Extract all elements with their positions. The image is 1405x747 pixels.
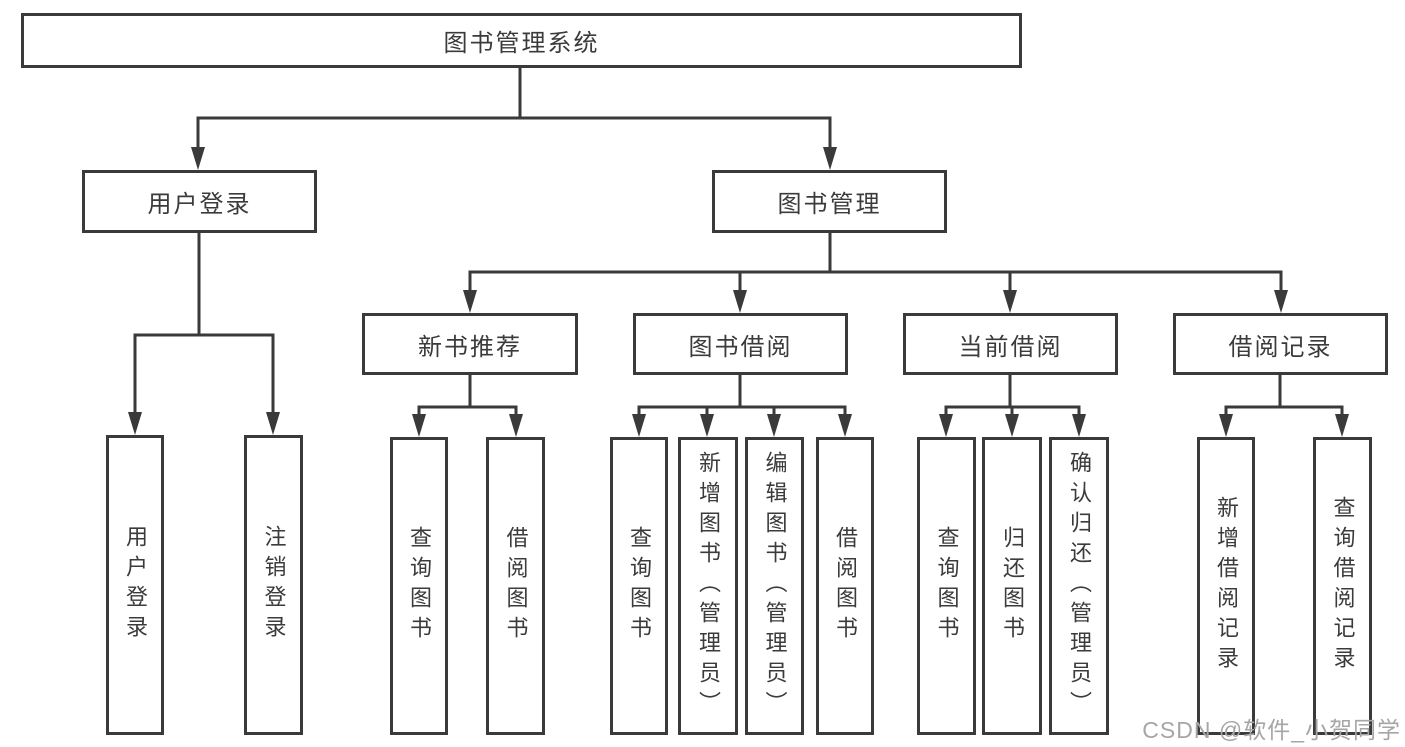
node-query-books: 查询图书: [610, 437, 668, 735]
node-query-borrowing-record: 查询借阅记录: [1313, 437, 1372, 735]
node-borrowing-records: 借阅记录: [1173, 313, 1388, 375]
node-edit-books-admin: 编辑图书（管理员）: [745, 437, 804, 735]
node-library-management-system: 图书管理系统: [21, 13, 1022, 68]
node-borrow-books: 借阅图书: [816, 437, 874, 735]
node-confirm-return-admin: 确认归还（管理员）: [1049, 437, 1109, 735]
node-logout-action: 注销登录: [244, 435, 303, 735]
node-user-login: 用户登录: [82, 170, 317, 233]
node-add-borrowing-record: 新增借阅记录: [1197, 437, 1255, 735]
node-return-books: 归还图书: [982, 437, 1042, 735]
node-current-borrowing: 当前借阅: [903, 313, 1118, 375]
node-query-books: 查询图书: [917, 437, 976, 735]
node-add-books-admin: 新增图书（管理员）: [678, 437, 738, 735]
node-book-management: 图书管理: [712, 170, 947, 233]
node-query-books: 查询图书: [390, 437, 448, 735]
node-user-login-action: 用户登录: [106, 435, 164, 735]
node-book-borrowing: 图书借阅: [633, 313, 848, 375]
node-new-book-recommendation: 新书推荐: [362, 313, 578, 375]
node-borrow-books: 借阅图书: [486, 437, 545, 735]
watermark-csdn: CSDN @软件_小贺同学: [1142, 717, 1401, 743]
